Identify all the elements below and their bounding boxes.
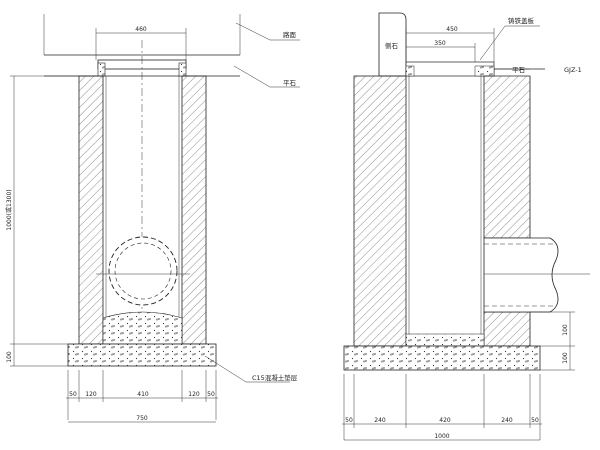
dim-b4: 120 — [188, 391, 200, 398]
label-curb: 侧石 — [385, 41, 399, 50]
dim-top2: 350 — [434, 40, 446, 47]
right-wall-lower — [483, 311, 531, 347]
dim-height: 1000(或1300) — [5, 189, 13, 230]
grate-seat-right-r — [474, 65, 495, 77]
left-wall-r — [353, 75, 407, 347]
leader-base — [204, 355, 290, 383]
left-wall — [78, 75, 104, 345]
dim-total-r: 1000 — [434, 433, 449, 440]
grate-seat-right — [178, 62, 187, 77]
leader-road — [235, 22, 300, 41]
dim-rb1: 50 — [345, 417, 353, 424]
dim-right2: 100 — [562, 352, 569, 364]
base-slab-r — [343, 345, 541, 371]
dim-rb3: 420 — [439, 417, 451, 424]
dim-b2: 120 — [85, 391, 97, 398]
grate-seat-left-r — [405, 65, 415, 77]
right-wall-upper — [483, 75, 531, 239]
right-section-view: 侧石 450 350 铸铁盖板 平石 GJZ-1 — [342, 12, 590, 441]
pipe-inner — [114, 242, 172, 300]
grate-seat-left — [97, 62, 106, 77]
dim-b3: 410 — [137, 391, 149, 398]
leader-grate — [479, 25, 540, 61]
base-slab — [67, 343, 217, 367]
floor-bench — [405, 333, 485, 347]
dim-right1: 100 — [562, 324, 569, 336]
dim-top-width: 460 — [135, 26, 147, 33]
label-ground: 平石 — [283, 79, 297, 87]
dim-top1: 450 — [446, 26, 458, 33]
outlet-pipe — [483, 237, 559, 313]
leader-ground — [233, 65, 300, 88]
dim-b1: 50 — [69, 391, 77, 398]
dim-rb5: 50 — [531, 417, 539, 424]
bench-fill — [102, 311, 183, 345]
dim-rb2: 240 — [374, 417, 386, 424]
label-base: C15混凝土垫层 — [252, 373, 298, 382]
left-section-view: 460 1000(或1300) 100 50 120 410 120 50 75… — [5, 14, 300, 423]
label-grate: 铸铁盖板 — [508, 16, 535, 25]
right-wall — [181, 75, 207, 345]
dim-rb4: 240 — [501, 417, 513, 424]
label-code: GJZ-1 — [564, 66, 582, 74]
dim-base-height: 100 — [6, 351, 13, 363]
dim-b5: 50 — [207, 391, 215, 398]
pipe-outline — [108, 236, 178, 306]
label-road: 路面 — [283, 30, 297, 39]
label-gutter: 平石 — [512, 66, 526, 74]
dim-total: 750 — [136, 415, 148, 422]
